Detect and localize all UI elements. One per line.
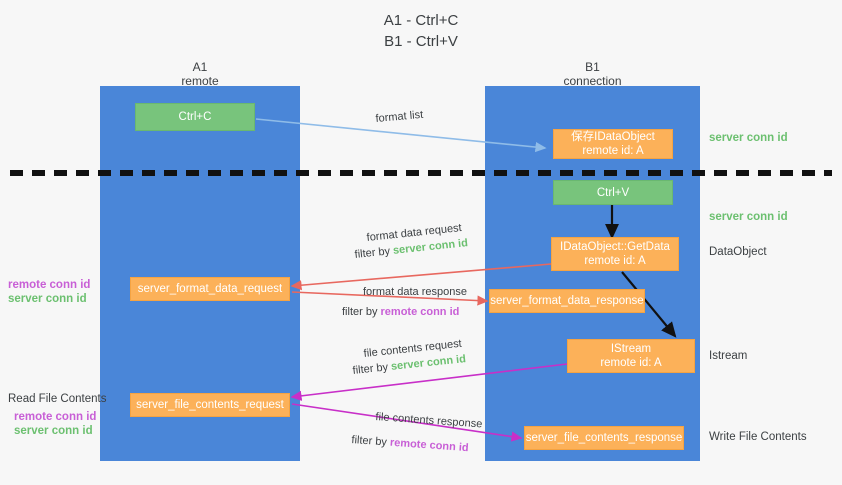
lane-a1-name: A1 <box>192 60 208 74</box>
diagram-title: A1 - Ctrl+C B1 - Ctrl+V <box>0 10 842 52</box>
lane-b1-name: B1 <box>585 60 600 74</box>
box-server-file-contents-request-label: server_file_contents_request <box>136 399 284 411</box>
box-idataobject-line2: remote id: A <box>582 145 644 157</box>
left-label-server-conn-id-1: server conn id <box>8 293 87 305</box>
title-line-1: A1 - Ctrl+C <box>383 12 459 29</box>
edge-label-file-contents-response: file contents response <box>375 410 483 431</box>
box-server-format-data-response-label: server_format_data_response <box>490 295 644 307</box>
box-ctrl-v[interactable]: Ctrl+V <box>553 180 673 205</box>
box-server-file-contents-request[interactable]: server_file_contents_request <box>130 393 290 417</box>
filter-value-remote-conn-id-1: remote conn id <box>380 306 460 318</box>
title-line-2: B1 - Ctrl+V <box>384 33 458 50</box>
filter-prefix-1: filter by <box>354 244 394 261</box>
box-server-format-data-request[interactable]: server_format_data_request <box>130 277 290 301</box>
box-idataobject-line1: 保存IDataObject <box>571 131 655 143</box>
box-istream[interactable]: IStream remote id: A <box>567 339 695 373</box>
right-label-server-conn-id-2: server conn id <box>709 211 788 223</box>
box-server-format-data-request-label: server_format_data_request <box>137 283 283 295</box>
left-label-server-conn-id-2: server conn id <box>14 425 93 437</box>
left-label-read-file-contents: Read File Contents <box>8 393 107 405</box>
filter-prefix-2: filter by <box>342 306 381 318</box>
edge-label-format-data-response: format data response <box>363 286 467 298</box>
lane-a1-subtitle: remote <box>181 74 219 88</box>
lane-b1-subtitle: connection <box>563 74 622 88</box>
left-label-remote-conn-id-1: remote conn id <box>8 279 91 291</box>
box-istream-line1: IStream <box>610 343 652 355</box>
right-label-dataobject: DataObject <box>709 246 767 258</box>
box-ctrl-c-label: Ctrl+C <box>178 111 212 123</box>
filter-prefix-3: filter by <box>352 360 392 377</box>
box-ctrl-c[interactable]: Ctrl+C <box>135 103 255 131</box>
box-server-file-contents-response-label: server_file_contents_response <box>525 432 683 444</box>
edge-label-file-contents-response-filter: filter by remote conn id <box>351 433 469 456</box>
lane-header-b1: B1 connection <box>485 60 700 88</box>
box-idataobject[interactable]: 保存IDataObject remote id: A <box>553 129 673 159</box>
box-istream-line2: remote id: A <box>600 357 662 369</box>
edge-label-format-data-response-filter: filter by remote conn id <box>342 305 459 320</box>
box-server-file-contents-response[interactable]: server_file_contents_response <box>524 426 684 450</box>
lane-header-a1: A1 remote <box>100 60 300 88</box>
right-label-write-file-contents: Write File Contents <box>709 431 807 443</box>
box-getdata-line2: remote id: A <box>584 255 646 267</box>
box-server-format-data-response[interactable]: server_format_data_response <box>489 289 645 313</box>
left-label-remote-conn-id-2: remote conn id <box>14 411 97 423</box>
right-label-server-conn-id-1: server conn id <box>709 132 788 144</box>
box-getdata[interactable]: IDataObject::GetData remote id: A <box>551 237 679 271</box>
edge-label-format-list: format list <box>375 108 424 125</box>
right-label-istream: Istream <box>709 350 748 362</box>
box-getdata-line1: IDataObject::GetData <box>560 241 670 253</box>
filter-value-remote-conn-id-2: remote conn id <box>389 436 470 455</box>
box-ctrl-v-label: Ctrl+V <box>596 186 630 199</box>
filter-prefix-4: filter by <box>351 433 391 449</box>
